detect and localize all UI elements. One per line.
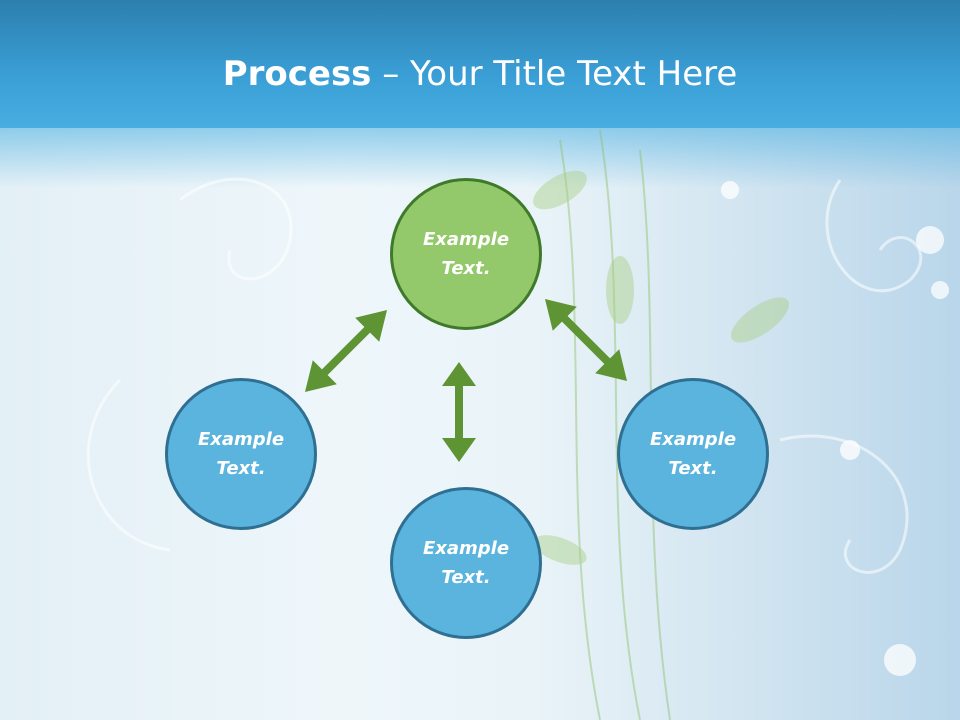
leaf-decoration xyxy=(533,170,587,210)
flower-decoration xyxy=(931,281,949,299)
node-label: Example Text. xyxy=(422,538,510,588)
leaf-decoration xyxy=(731,297,789,343)
swirl-decoration xyxy=(86,378,171,552)
swirl-decoration xyxy=(779,434,909,574)
process-node-top: Example Text. xyxy=(390,178,542,330)
process-node-left: Example Text. xyxy=(165,378,317,530)
title-bar-fade xyxy=(0,128,960,188)
process-node-right: Example Text. xyxy=(617,378,769,530)
flower-decoration xyxy=(840,440,860,460)
flower-decoration xyxy=(884,644,916,676)
swirl-decoration xyxy=(179,177,293,281)
vine-decoration xyxy=(599,129,641,720)
vine-decoration xyxy=(559,139,601,720)
flower-decoration xyxy=(916,226,944,254)
node-label: Example Text. xyxy=(422,229,510,279)
process-node-bottom: Example Text. xyxy=(390,487,542,639)
title-rest: – Your Title Text Here xyxy=(371,54,738,94)
double-arrow-icon xyxy=(442,362,476,462)
swirl-decoration xyxy=(825,179,923,293)
node-label: Example Text. xyxy=(197,429,285,479)
flower-decoration xyxy=(721,181,739,199)
double-arrow-icon xyxy=(544,298,628,382)
double-arrow-icon xyxy=(304,309,388,393)
title-bold: Process xyxy=(222,54,372,94)
node-label: Example Text. xyxy=(649,429,737,479)
leaf-decoration xyxy=(606,256,634,324)
title-bar xyxy=(0,0,960,128)
leaf-decoration xyxy=(533,535,587,565)
slide-title: Process – Your Title Text Here xyxy=(0,52,960,96)
